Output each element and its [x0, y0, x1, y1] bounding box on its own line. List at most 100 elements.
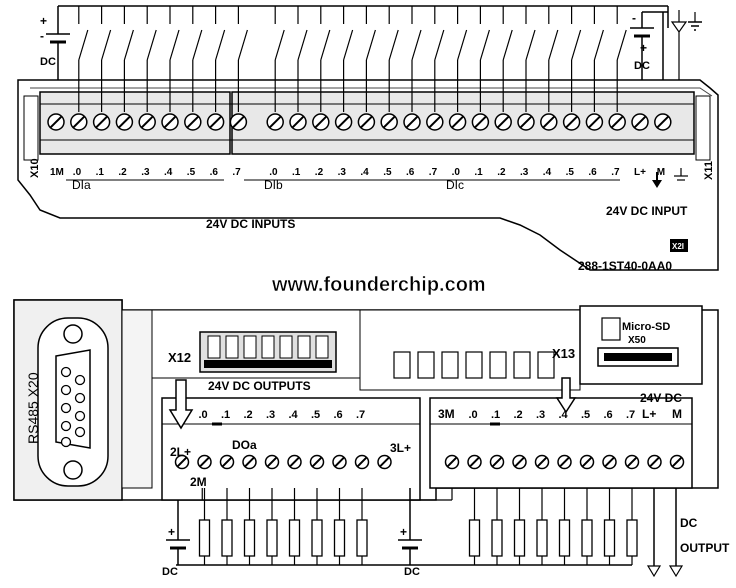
rs485-label: RS485 X20	[25, 372, 41, 444]
conn-x11-label: X11	[703, 161, 715, 180]
load-resistor	[288, 519, 301, 557]
db9-pins	[60, 366, 86, 448]
input-terminal-screw	[585, 113, 604, 131]
input-terminal-label: .2	[497, 167, 506, 178]
load-resistor	[626, 519, 638, 557]
group-label-dib: DIb	[264, 178, 283, 192]
dc-source-mid-label: DC	[404, 566, 420, 578]
switch-blade	[169, 29, 180, 61]
output-terminal-label: .1	[491, 409, 500, 421]
output-terminal-label: .7	[356, 409, 365, 421]
switch-blade	[365, 29, 376, 61]
x13-connector-tabs	[393, 351, 555, 379]
input-terminal-label: M	[657, 167, 665, 178]
output-terminal-label: .7	[626, 409, 635, 421]
switch-blade	[502, 29, 513, 61]
input-terminal-label: .6	[406, 167, 415, 178]
output-terminal-screw	[467, 454, 482, 470]
db9-pin	[74, 410, 86, 422]
x12-pin	[225, 335, 239, 359]
x13-tab	[441, 351, 459, 379]
input-terminal-label: 1M	[50, 167, 64, 178]
input-terminal-screw	[206, 113, 225, 131]
output-terminal-label: .6	[604, 409, 613, 421]
output-terminal-screw	[332, 454, 347, 470]
output-terminal-screw	[444, 454, 460, 470]
arrow-x13	[555, 377, 577, 414]
top-left-minus: -	[40, 29, 44, 43]
load-resistor	[311, 519, 323, 557]
input-switches	[78, 6, 627, 61]
load-resistor	[356, 519, 368, 557]
output-terminal-screw	[512, 454, 527, 470]
load-resistor	[581, 519, 593, 557]
dc-source-left-label: DC	[162, 566, 178, 578]
top-module: 1M.0.1.2.3.4.5.6.7.0.1.2.3.4.5.6.7.0.1.2…	[17, 5, 719, 271]
input-terminal-screw	[380, 113, 398, 131]
input-terminal-screw	[426, 113, 444, 131]
terminal-2l: 2L+	[170, 445, 191, 459]
input-terminal-screw	[47, 113, 65, 131]
input-terminal-label: .7	[429, 167, 438, 178]
x12-pin	[297, 335, 311, 359]
x12-pin	[261, 335, 275, 359]
output-terminal-label: .2	[514, 409, 523, 421]
db9-pin	[60, 366, 72, 378]
dc-source-right	[630, 6, 702, 88]
dc-mid-plus: +	[400, 525, 407, 539]
input-terminal-label: .5	[566, 167, 575, 178]
db9-pin	[60, 402, 72, 414]
input-terminal-label: .0	[73, 167, 82, 178]
db9-pin	[74, 426, 86, 438]
input-terminal-screw	[403, 113, 421, 131]
switch-blade	[548, 29, 559, 61]
x13-tab	[465, 351, 483, 379]
load-resistor	[603, 519, 616, 557]
output-terminal-label: .1	[221, 409, 230, 421]
output-terminal-screw	[354, 454, 370, 470]
output-terminal-screw	[557, 454, 572, 470]
input-terminal-screw	[334, 113, 353, 131]
x13-label: X13	[552, 346, 575, 361]
arrow-2l	[168, 379, 194, 430]
input-terminal-label: .7	[232, 167, 241, 178]
output-terminal-screw	[174, 454, 190, 470]
x13-tab	[417, 351, 435, 379]
switch-blade	[320, 29, 331, 61]
switch-blade	[215, 29, 226, 61]
input-terminal-label: .5	[187, 167, 196, 178]
output-terminal-screw	[264, 454, 280, 470]
output-terminal-label: .5	[581, 409, 590, 421]
terminal-3l: 3L+	[390, 441, 411, 455]
load-resistor	[198, 519, 211, 557]
output-terminal-screw	[534, 454, 550, 470]
output-loads	[198, 488, 638, 565]
output-terminal-screw	[624, 454, 640, 470]
output-terminal-screw	[309, 454, 325, 470]
input-terminal-label: .4	[164, 167, 173, 178]
switch-blade	[616, 29, 627, 61]
input-terminal-label: .4	[543, 167, 552, 178]
input-terminal-screw	[562, 113, 581, 131]
switch-blade	[78, 29, 89, 61]
switch-blade	[146, 29, 157, 61]
top-right-plus: +	[640, 41, 647, 55]
switch-blade	[457, 29, 468, 61]
input-terminal-screw	[266, 113, 284, 131]
input-terminal-label: .0	[452, 167, 461, 178]
db9-pin	[60, 420, 72, 432]
input-terminal-label: .4	[360, 167, 369, 178]
input-terminal-label: .5	[383, 167, 392, 178]
group-label-dia: DIa	[72, 178, 91, 192]
output-terminal-label: .3	[536, 409, 545, 421]
group-label-doa: DOa	[232, 438, 257, 452]
output-terminal-label: .6	[334, 409, 343, 421]
terminal-m: M	[672, 407, 682, 421]
terminal-lplus: L+	[642, 407, 656, 421]
bottom-module: .0.1.2.3.4.5.6.7.0.1.2.3.4.5.6.7	[13, 299, 719, 578]
x12-connector-pins	[207, 335, 329, 359]
input-terminal-screw	[357, 113, 376, 131]
x13-tab	[393, 351, 411, 379]
